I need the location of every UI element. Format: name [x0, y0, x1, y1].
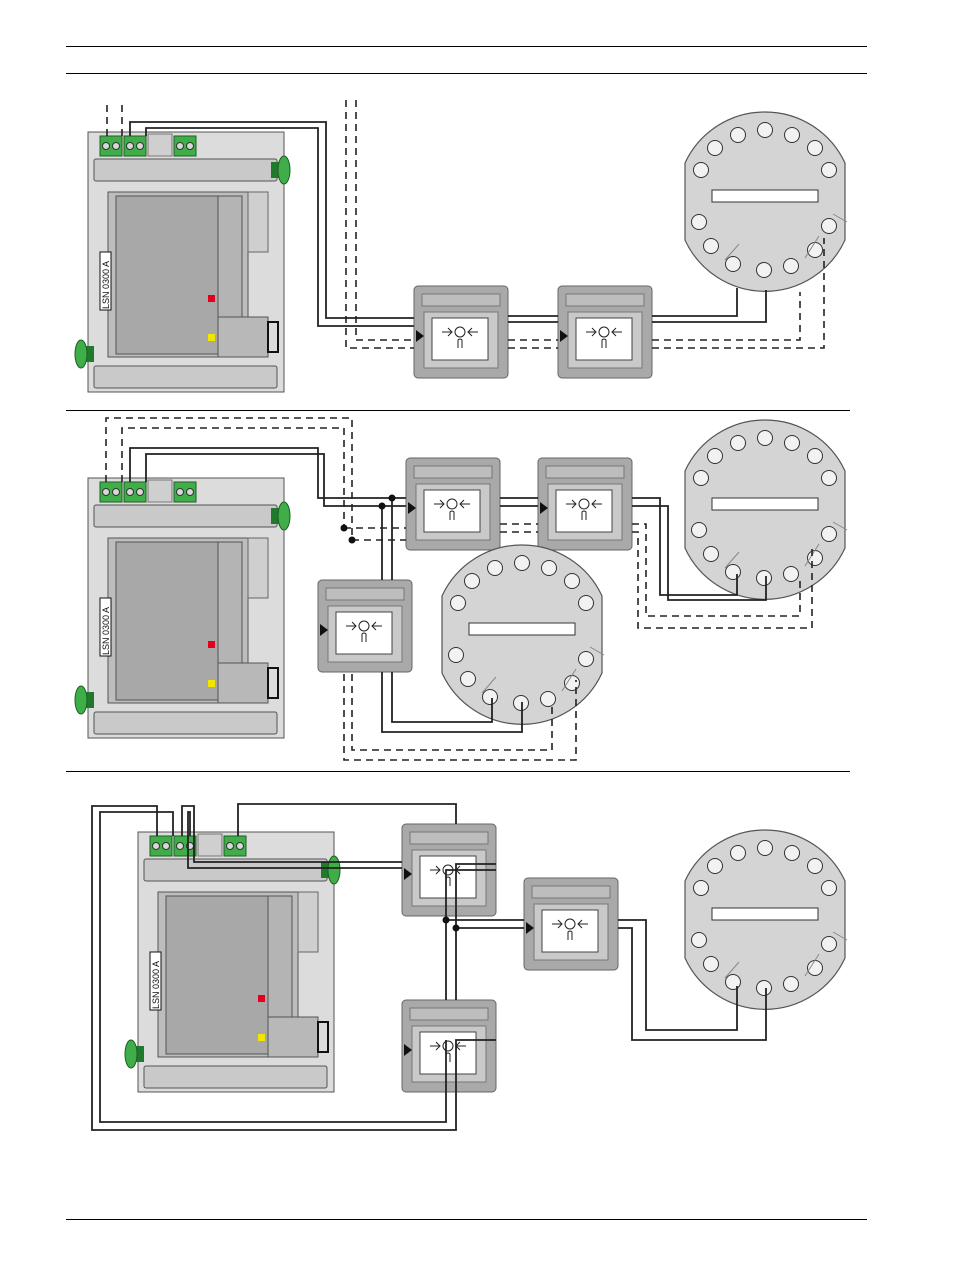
interface-module [75, 132, 290, 392]
interface-module [75, 478, 290, 738]
call-point-2 [538, 458, 632, 550]
call-point-2 [558, 286, 652, 378]
interface-module [125, 832, 340, 1092]
detector-base-1 [685, 420, 847, 599]
call-point-1 [414, 286, 508, 378]
diagram-branch [75, 418, 847, 760]
call-point-1 [406, 458, 500, 550]
detector-base [685, 830, 847, 1009]
diagram-stub [75, 100, 847, 392]
call-point-3 [402, 1000, 496, 1092]
detector-base [685, 112, 847, 291]
diagram-loop [92, 804, 847, 1130]
detector-base-2 [442, 545, 604, 724]
call-point-3 [318, 580, 412, 672]
call-point-2 [524, 878, 618, 970]
